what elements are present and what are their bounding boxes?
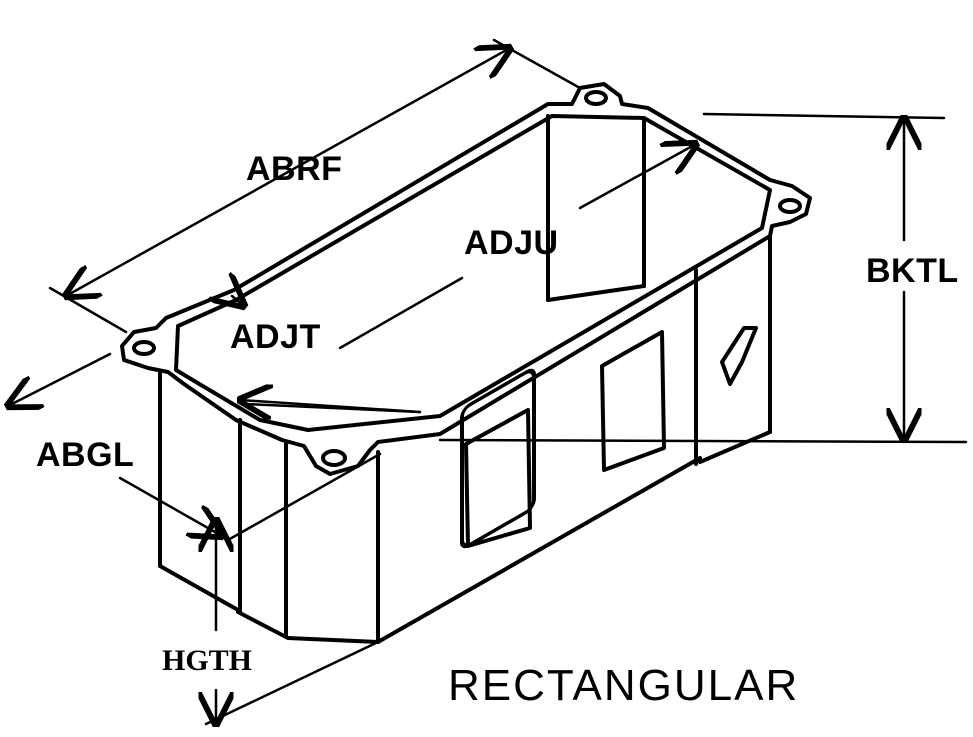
adjt-label: ADJT	[230, 318, 321, 356]
bracket-box	[120, 82, 812, 644]
adju-label: ADJU	[464, 224, 559, 262]
rim-outer	[120, 82, 812, 476]
hgth-label: HGTH	[162, 644, 252, 677]
bktl-label: BKTL	[866, 252, 959, 290]
abrf-label: ABRF	[246, 150, 342, 188]
diagram-title: RECTANGULAR	[448, 661, 799, 710]
rim-inner	[174, 114, 772, 432]
dimension-lines	[8, 38, 968, 724]
abgl-label: ABGL	[36, 436, 134, 474]
